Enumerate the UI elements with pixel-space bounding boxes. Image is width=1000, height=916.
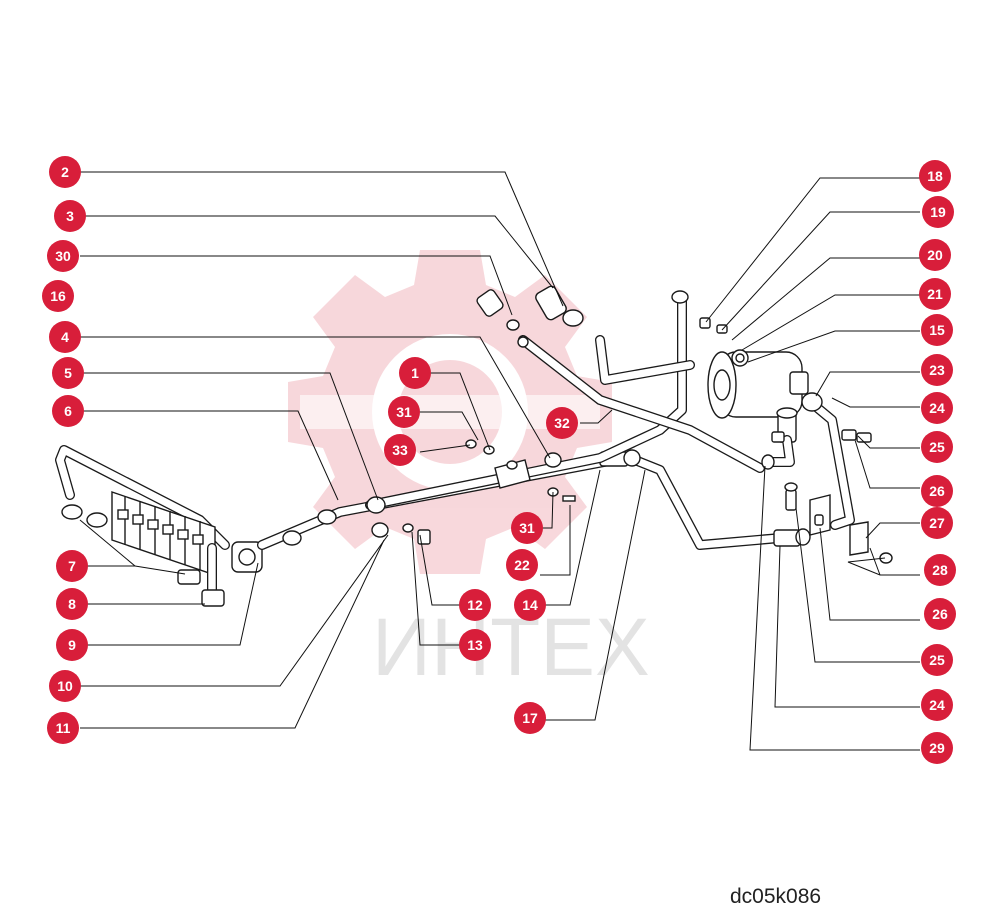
- callout-badge: 5: [52, 357, 84, 389]
- callout-badge: 18: [919, 160, 951, 192]
- callout-number: 21: [927, 286, 943, 302]
- callout-badge: 2: [49, 156, 81, 188]
- callout-number: 28: [932, 562, 948, 578]
- callout-number: 13: [467, 637, 483, 653]
- callout-badge: 24: [921, 689, 953, 721]
- callout-badge: 25: [921, 431, 953, 463]
- callout-badge: 27: [921, 507, 953, 539]
- pump-assembly: [699, 317, 809, 470]
- callout-badge: 25: [921, 644, 953, 676]
- callout-badge: 13: [459, 629, 491, 661]
- callout-number: 7: [68, 558, 76, 574]
- callout-number: 31: [519, 520, 535, 536]
- callout-number: 22: [514, 557, 530, 573]
- callout-number: 10: [57, 678, 73, 694]
- watermark-text: ИНТЕХ: [372, 602, 650, 693]
- callout-number: 30: [55, 248, 71, 264]
- callout-number: 5: [64, 365, 72, 381]
- callout-badge: 3: [54, 200, 86, 232]
- callout-badge: 1: [399, 357, 431, 389]
- callout-badge: 11: [47, 712, 79, 744]
- callout-number: 19: [930, 204, 946, 220]
- leader-lines: [79, 171, 920, 751]
- callout-badge: 19: [922, 196, 954, 228]
- callout-number: 9: [68, 637, 76, 653]
- callout-number: 15: [929, 322, 945, 338]
- callout-badge: 23: [921, 354, 953, 386]
- callout-number: 25: [929, 652, 945, 668]
- callout-number: 8: [68, 596, 76, 612]
- callout-number: 24: [929, 697, 945, 713]
- callout-badge: 6: [52, 395, 84, 427]
- callout-badge: 32: [546, 407, 578, 439]
- callout-badge: 33: [384, 434, 416, 466]
- callout-number: 20: [927, 247, 943, 263]
- callout-number: 33: [392, 442, 408, 458]
- callout-badge: 14: [514, 589, 546, 621]
- callout-badge: 26: [924, 598, 956, 630]
- distributor-block: [55, 445, 263, 607]
- callout-badge: 21: [919, 278, 951, 310]
- callout-number: 29: [929, 740, 945, 756]
- callout-badge: 17: [514, 702, 546, 734]
- callout-badge: 15: [921, 314, 953, 346]
- callout-badge: 9: [56, 629, 88, 661]
- callout-badge: 4: [49, 321, 81, 353]
- callout-badge: 12: [459, 589, 491, 621]
- callout-badge: 31: [388, 396, 420, 428]
- lower-pipe-line: [257, 449, 811, 550]
- callout-badge: 10: [49, 670, 81, 702]
- callout-number: 12: [467, 597, 483, 613]
- callout-number: 27: [929, 515, 945, 531]
- callout-number: 24: [929, 400, 945, 416]
- callout-badge: 7: [56, 550, 88, 582]
- callout-number: 26: [932, 606, 948, 622]
- callout-badges: 2 3 30 16 4 5 6 1 31 33 32 31 22 14 12 1…: [42, 156, 956, 764]
- callout-number: 4: [61, 329, 69, 345]
- right-pipe-bracket: [784, 392, 893, 564]
- callout-number: 17: [522, 710, 538, 726]
- callout-number: 16: [50, 288, 66, 304]
- callout-badge: 8: [56, 588, 88, 620]
- callout-number: 1: [411, 365, 419, 381]
- callout-number: 11: [56, 720, 71, 736]
- callout-number: 3: [66, 208, 74, 224]
- callout-badge: 16: [42, 280, 74, 312]
- callout-badge: 29: [921, 732, 953, 764]
- callout-number: 23: [929, 362, 945, 378]
- callout-number: 2: [61, 164, 69, 180]
- callout-number: 32: [554, 415, 570, 431]
- callout-number: 18: [927, 168, 943, 184]
- return-line: [476, 285, 765, 473]
- callout-badge: 24: [921, 392, 953, 424]
- callout-badge: 31: [511, 512, 543, 544]
- callout-number: 6: [64, 403, 72, 419]
- figure-code: dc05k086: [730, 885, 821, 908]
- callout-badge: 20: [919, 239, 951, 271]
- callout-badge: 28: [924, 554, 956, 586]
- callout-number: 25: [929, 439, 945, 455]
- callout-number: 26: [929, 483, 945, 499]
- callout-badge: 30: [47, 240, 79, 272]
- callout-number: 31: [396, 404, 412, 420]
- callout-number: 14: [522, 597, 538, 613]
- callout-badge: 26: [921, 475, 953, 507]
- callout-badge: 22: [506, 549, 538, 581]
- parts-drawing: [55, 285, 893, 607]
